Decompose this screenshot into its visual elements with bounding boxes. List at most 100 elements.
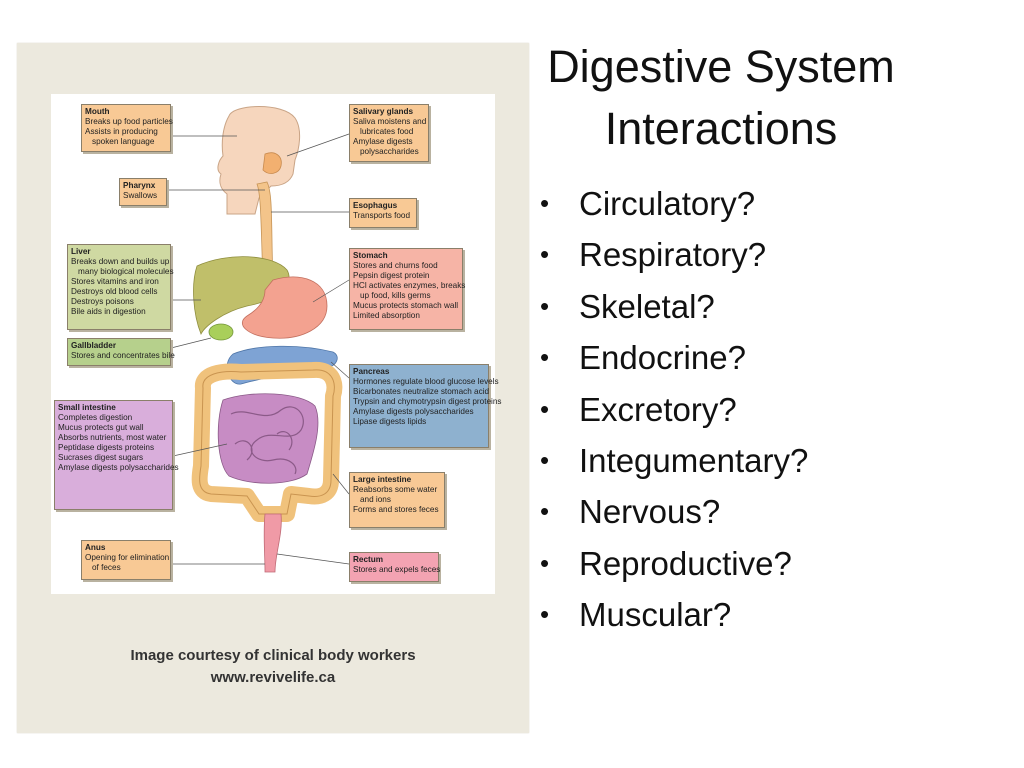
mouth-line: Breaks up food particles	[85, 117, 173, 126]
label-anus: Anus Opening for elimination of feces	[81, 540, 171, 580]
bullet-item: • Muscular?	[540, 589, 808, 640]
stomach-line: Stores and churns food	[353, 261, 438, 270]
liver-line: Bile aids in digestion	[71, 307, 146, 316]
pancreas-line: Trypsin and chymotrypsin digest proteins	[353, 397, 502, 406]
small-intestine-line: Completes digestion	[58, 413, 133, 422]
pancreas-line: Bicarbonates neutralize stomach acid	[353, 387, 490, 396]
salivary-line: lubricates food	[360, 127, 414, 136]
large-intestine-line: Forms and stores feces	[353, 505, 439, 514]
bullet-dot-icon: •	[540, 547, 550, 578]
liver-shape	[193, 256, 290, 335]
image-credit-line: Image courtesy of clinical body workers	[130, 647, 416, 664]
stomach-line: HCl activates enzymes, breaks	[353, 281, 466, 290]
bullet-text: Muscular?	[579, 596, 732, 634]
bullet-item: • Endocrine?	[540, 332, 808, 383]
bullet-dot-icon: •	[540, 342, 550, 373]
bullet-dot-icon: •	[540, 599, 550, 630]
bullet-item: • Circulatory?	[540, 178, 808, 229]
bullet-text: Respiratory?	[579, 236, 767, 274]
stomach-line: Limited absorption	[353, 311, 420, 320]
bullet-dot-icon: •	[540, 496, 550, 527]
small-intestine-line: Absorbs nutrients, most water	[58, 433, 167, 442]
gallbladder-title: Gallbladder	[71, 341, 117, 350]
leader-lines	[167, 133, 350, 565]
large-intestine-line: Reabsorbs some water	[353, 485, 438, 494]
label-esophagus: Esophagus Transports food	[349, 198, 417, 228]
digestive-system-diagram: Mouth Breaks up food particles Assists i…	[51, 94, 502, 594]
digestive-organs-illustration	[167, 106, 350, 573]
salivary-line: Saliva moistens and	[353, 117, 427, 126]
mouth-title: Mouth	[85, 107, 110, 116]
pancreas-line: Amylase digests polysaccharides	[353, 407, 474, 416]
salivary-line: polysaccharides	[360, 147, 419, 156]
label-liver: Liver Breaks down and builds up many bio…	[67, 244, 174, 330]
esophagus-title: Esophagus	[353, 201, 398, 210]
pharynx-line: Swallows	[123, 191, 158, 200]
salivary-line: Amylase digests	[353, 137, 413, 146]
stomach-line: Mucus protects stomach wall	[353, 301, 459, 310]
bullet-dot-icon: •	[540, 393, 550, 424]
small-intestine-line: Peptidase digests proteins	[58, 443, 155, 452]
stomach-line: Pepsin digest protein	[353, 271, 430, 280]
liver-line: Breaks down and builds up	[71, 257, 170, 266]
label-salivary-glands: Salivary glands Saliva moistens and lubr…	[349, 104, 429, 162]
slide-title-line: Interactions	[604, 103, 838, 154]
bullet-item: • Integumentary?	[540, 435, 808, 486]
liver-line: Destroys poisons	[71, 297, 134, 306]
label-pancreas: Pancreas Hormones regulate blood glucose…	[349, 364, 502, 448]
bullet-item: • Reproductive?	[540, 538, 808, 589]
liver-line: Destroys old blood cells	[71, 287, 158, 296]
label-rectum: Rectum Stores and expels feces	[349, 552, 441, 582]
image-credit-url: www.revivelife.ca	[210, 669, 336, 686]
rectum-shape	[263, 513, 282, 573]
pancreas-title: Pancreas	[353, 367, 390, 376]
bullet-dot-icon: •	[540, 444, 550, 475]
slide-title: Digestive System Interactions	[528, 36, 914, 160]
liver-line: many biological molecules	[78, 267, 174, 276]
small-intestine-title: Small intestine	[58, 403, 116, 412]
stomach-title: Stomach	[353, 251, 388, 260]
liver-line: Stores vitamins and iron	[71, 277, 159, 286]
small-intestine-shape	[217, 393, 319, 484]
bullet-text: Excretory?	[579, 390, 737, 428]
salivary-title: Salivary glands	[353, 107, 414, 116]
bullet-item: • Nervous?	[540, 486, 808, 537]
esophagus-line: Transports food	[353, 211, 411, 220]
label-large-intestine: Large intestine Reabsorbs some water and…	[349, 472, 445, 528]
mouth-line: spoken language	[92, 137, 155, 146]
label-small-intestine: Small intestine Completes digestion Mucu…	[54, 400, 179, 510]
large-intestine-title: Large intestine	[353, 475, 412, 484]
stomach-line: up food, kills germs	[360, 291, 431, 300]
bullet-text: Endocrine?	[579, 339, 746, 377]
pancreas-line: Hormones regulate blood glucose levels	[353, 377, 499, 386]
salivary-gland-shape	[262, 152, 282, 174]
bullet-text: Reproductive?	[579, 544, 792, 582]
bullet-dot-icon: •	[540, 239, 550, 270]
label-gallbladder: Gallbladder Stores and concentrates bile	[67, 338, 175, 366]
rectum-line: Stores and expels feces	[353, 565, 441, 574]
small-intestine-line: Sucrases digest sugars	[58, 453, 144, 462]
small-intestine-line: Mucus protects gut wall	[58, 423, 144, 432]
bullet-text: Integumentary?	[579, 441, 809, 479]
bullet-text: Circulatory?	[579, 185, 756, 222]
small-intestine-line: Amylase digests polysaccharides	[58, 463, 179, 472]
anus-title: Anus	[85, 543, 106, 552]
label-pharynx: Pharynx Swallows	[119, 178, 167, 206]
bullet-item: • Respiratory?	[540, 229, 808, 280]
rectum-title: Rectum	[353, 555, 384, 564]
bullet-list: •Circulatory? •Respiratory? •Skeletal? •…	[540, 178, 808, 641]
bullet-text: Nervous?	[579, 493, 721, 531]
stomach-shape	[241, 276, 328, 339]
label-stomach: Stomach Stores and churns food Pepsin di…	[349, 248, 466, 330]
label-mouth: Mouth Breaks up food particles Assists i…	[81, 104, 173, 152]
pancreas-line: Lipase digests lipids	[353, 417, 427, 426]
head-outline	[217, 106, 301, 215]
large-intestine-line: and ions	[360, 495, 391, 504]
anus-line: of feces	[92, 563, 121, 572]
liver-title: Liver	[71, 247, 91, 256]
gallbladder-shape	[208, 323, 234, 341]
gallbladder-line: Stores and concentrates bile	[71, 351, 175, 360]
bullet-dot-icon: •	[540, 188, 550, 218]
mouth-line: Assists in producing	[85, 127, 158, 136]
anus-line: Opening for elimination	[85, 553, 170, 562]
